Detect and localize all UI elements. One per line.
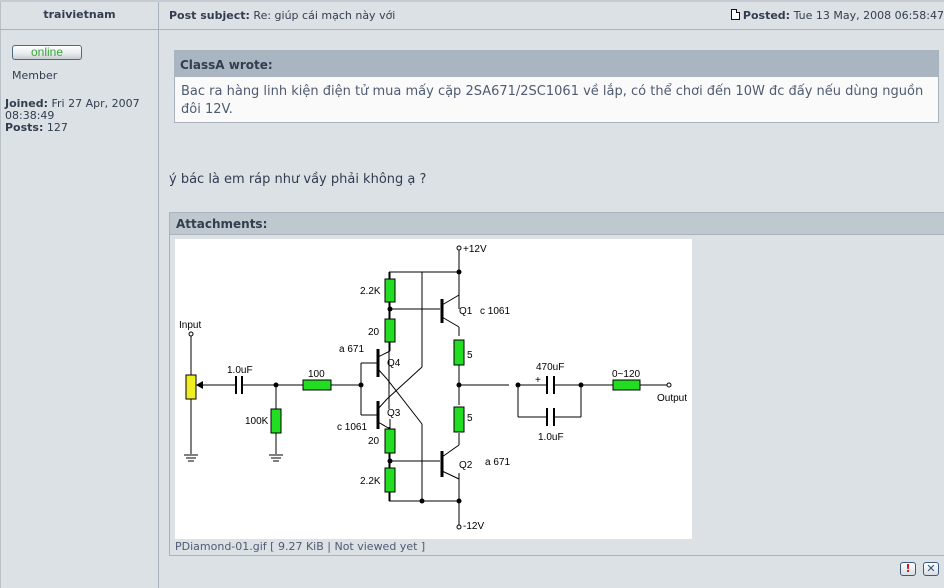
posted-value: Tue 13 May, 2008 06:58:47 — [793, 9, 944, 22]
label-r-bot2: 2.2K — [360, 476, 381, 487]
label-vminus: -12V — [463, 521, 484, 532]
label-r-bot: 20 — [368, 436, 380, 447]
label-c-out-plus: + — [535, 375, 541, 386]
author-rank: Member — [12, 69, 58, 82]
post-header-row — [0, 2, 944, 30]
post-link-icon[interactable] — [730, 9, 740, 20]
label-r-top: 2.2K — [360, 286, 381, 297]
quote-author: ClassA wrote: — [175, 51, 938, 77]
label-re1: 5 — [467, 350, 473, 361]
label-output: Output — [657, 393, 687, 404]
attachment-file-info[interactable]: PDiamond-01.gif [ 9.27 KiB | Not viewed … — [175, 540, 426, 553]
label-c-out: 470uF — [536, 362, 564, 373]
label-c-in: 1.0uF — [227, 365, 253, 376]
label-c-bypass: 1.0uF — [538, 432, 564, 443]
schematic-diagram: +12V -12V Input Output 1.0uF 100 100K 2.… — [179, 244, 687, 532]
label-q3: Q3 — [387, 408, 401, 419]
quote-text: Bac ra hàng linh kiện điện tử mua mấy cặ… — [181, 84, 924, 117]
label-r-out: 0~120 — [612, 369, 641, 380]
author-profile: Joined: Fri 27 Apr, 2007 08:38:49 Posts:… — [5, 98, 155, 134]
report-post-button[interactable]: ! — [900, 562, 916, 576]
top-border — [0, 0, 944, 2]
label-r-bias: 100K — [245, 416, 269, 427]
post-message: ý bác là em ráp như vầy phải không ạ ? — [169, 172, 427, 187]
label-vplus: +12V — [463, 244, 487, 255]
schematic-image[interactable]: +12V -12V Input Output 1.0uF 100 100K 2.… — [175, 239, 692, 539]
author-username[interactable]: traivietnam — [43, 8, 116, 21]
post-date: Posted: Tue 13 May, 2008 06:58:47 — [730, 9, 944, 22]
joined-value: Fri 27 Apr, 2007 08:38:49 — [5, 97, 140, 122]
joined-label: Joined: — [5, 97, 48, 110]
online-status-badge: online — [12, 45, 82, 60]
posted-label: Posted: — [742, 9, 791, 22]
posts-value: 127 — [46, 121, 68, 134]
label-q4-type: a 671 — [339, 344, 364, 355]
attachments-header: Attachments: — [170, 213, 944, 235]
label-q4: Q4 — [387, 358, 401, 369]
label-input: Input — [179, 320, 201, 331]
label-r-top2: 20 — [368, 327, 380, 338]
subject-value: Re: giúp cái mạch này với — [253, 9, 396, 22]
posts-label: Posts: — [5, 121, 44, 134]
label-q2-type: a 671 — [485, 457, 510, 468]
label-re2: 5 — [467, 413, 473, 424]
label-r-in: 100 — [308, 369, 325, 380]
label-q1-type: c 1061 — [480, 306, 510, 317]
delete-post-button[interactable]: ✕ — [923, 562, 939, 576]
label-q3-type: c 1061 — [337, 422, 367, 433]
author-column — [0, 2, 159, 588]
label-q2: Q2 — [459, 460, 473, 471]
quote-block: ClassA wrote: Bac ra hàng linh kiện điện… — [174, 50, 939, 123]
subject-label: Post subject: — [169, 9, 250, 22]
post-subject: Post subject: Re: giúp cái mạch này với — [169, 9, 395, 22]
attachments-box: Attachments: — [169, 212, 944, 556]
label-q1: Q1 — [459, 306, 473, 317]
